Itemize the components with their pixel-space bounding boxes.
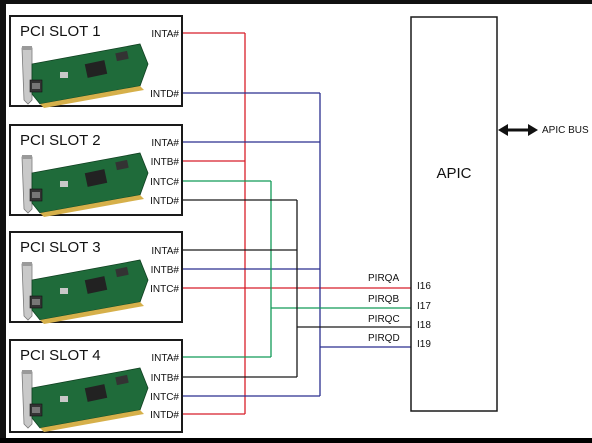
pci-slot-4: PCI SLOT 4 INTA# INTB# INTC# INTD# [10, 340, 182, 432]
apic-input-i17: I17 [417, 301, 431, 312]
slot-title: PCI SLOT 1 [20, 23, 101, 40]
pin-label-inta: INTA# [151, 353, 179, 364]
pci-slot-3: PCI SLOT 3 INTA# INTB# INTC# [10, 232, 182, 324]
pirq-label-c: PIRQC [368, 314, 400, 325]
pin-label-intc: INTC# [150, 177, 179, 188]
pirq-label-d: PIRQD [368, 333, 400, 344]
pin-label-intc: INTC# [150, 392, 179, 403]
pirq-label-b: PIRQB [368, 294, 399, 305]
pirq-label-a: PIRQA [368, 273, 399, 284]
slot-title: PCI SLOT 4 [20, 347, 101, 364]
frame-top [0, 0, 592, 4]
frame-left [0, 0, 6, 438]
pin-label-inta: INTA# [151, 138, 179, 149]
pin-label-inta: INTA# [151, 246, 179, 257]
pin-label-intc: INTC# [150, 284, 179, 295]
apic-bus-arrow-icon [498, 124, 538, 136]
pci-slots: PCI SLOT 1 INTA# INTD# PCI SLOT 2 INTA# INTB#… [10, 16, 182, 432]
apic-bus-label: APIC BUS [542, 125, 589, 136]
apic-input-i16: I16 [417, 281, 431, 292]
pin-label-intb: INTB# [151, 265, 180, 276]
apic-input-i18: I18 [417, 320, 431, 331]
apic-title: APIC [436, 165, 471, 182]
pin-label-intd: INTD# [150, 196, 179, 207]
pin-label-intb: INTB# [151, 373, 180, 384]
pci-slot-1: PCI SLOT 1 INTA# INTD# [10, 16, 182, 108]
pin-label-intd: INTD# [150, 410, 179, 421]
wires [182, 33, 411, 414]
pci-slot-2: PCI SLOT 2 INTA# INTB# INTC# INTD# [10, 125, 182, 217]
pin-label-intb: INTB# [151, 157, 180, 168]
pin-label-intd: INTD# [150, 89, 179, 100]
slot-title: PCI SLOT 2 [20, 132, 101, 149]
apic-input-i19: I19 [417, 339, 431, 350]
pin-label-inta: INTA# [151, 29, 179, 40]
slot-title: PCI SLOT 3 [20, 239, 101, 256]
apic-box [411, 17, 497, 411]
